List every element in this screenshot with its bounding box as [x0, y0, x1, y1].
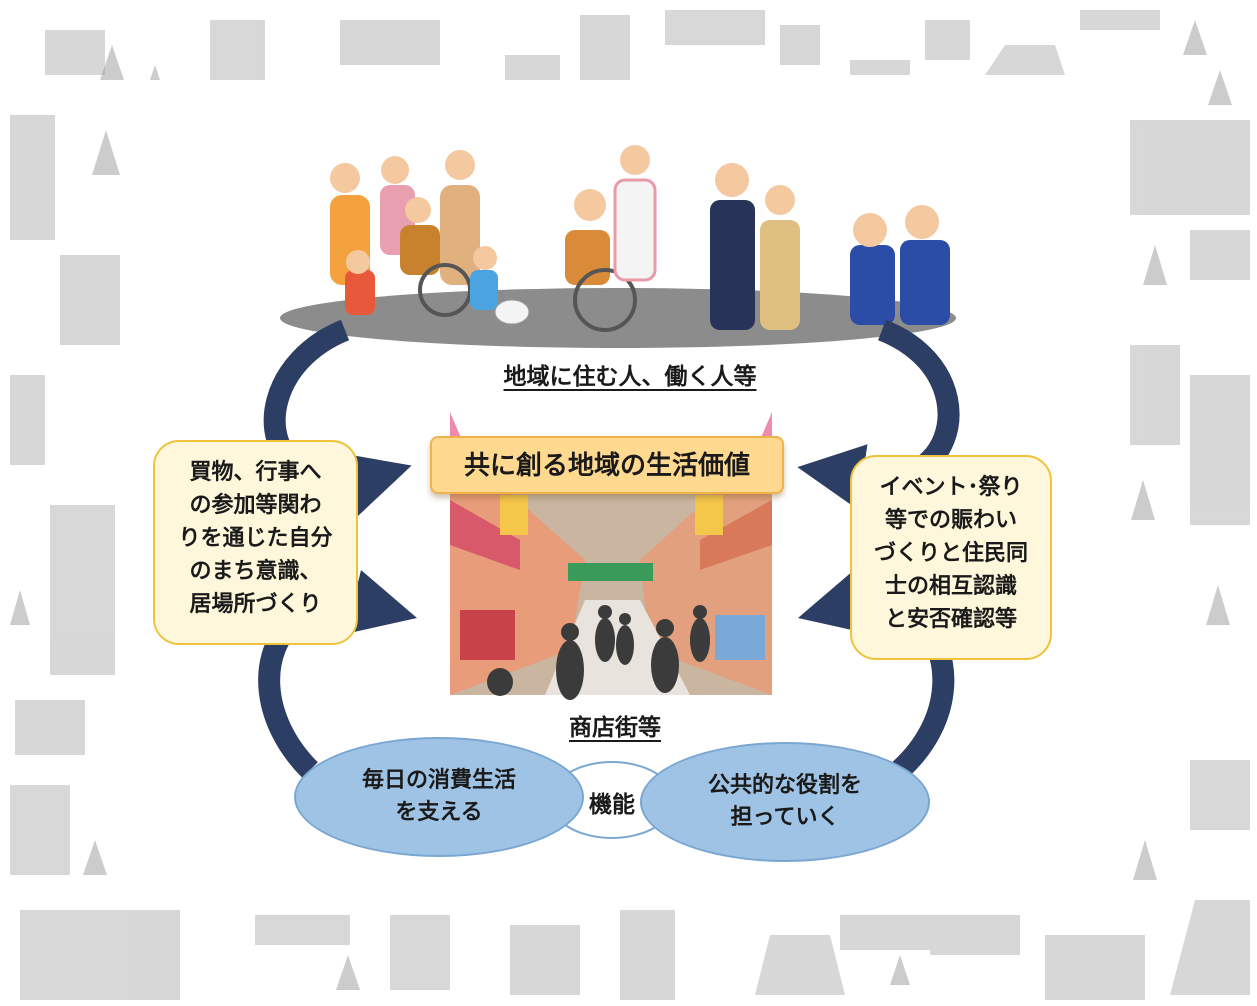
- right-box-line: と安否確認等: [884, 607, 1017, 632]
- left-box-line: 買物、行事へ: [189, 460, 322, 485]
- oval-left-line: を支える: [395, 800, 483, 825]
- oval-left-line: 毎日の消費生活: [361, 768, 516, 793]
- center-value-box: 共に創る地域の生活価値: [430, 436, 784, 494]
- left-box-line: のまち意識、: [189, 559, 322, 584]
- function-label: 機能: [589, 792, 635, 818]
- right-box-line: 士の相互認識: [884, 574, 1017, 599]
- left-involvement-box: 買物、行事へ の参加等関わ りを通じた自分 のまち意識、 居場所づくり: [153, 440, 358, 645]
- oval-right-line: 担っていく: [730, 805, 840, 830]
- right-box-line: づくりと住民同: [873, 541, 1028, 566]
- right-box-line: イベント･祭り: [879, 475, 1023, 500]
- oval-daily-consumption: 毎日の消費生活 を支える: [294, 737, 584, 857]
- left-box-line: りを通じた自分: [178, 526, 333, 551]
- people-label: 地域に住む人、働く人等: [503, 364, 757, 390]
- left-box-line: 居場所づくり: [189, 592, 322, 617]
- street-label: 商店街等: [569, 715, 661, 741]
- oval-public-role: 公共的な役割を 担っていく: [640, 742, 930, 862]
- oval-right-line: 公共的な役割を: [707, 773, 862, 798]
- arrow-top-right: [797, 319, 960, 510]
- left-box-line: の参加等関わ: [189, 493, 322, 518]
- right-box-line: 等での賑わい: [884, 508, 1017, 533]
- right-event-box: イベント･祭り 等での賑わい づくりと住民同 士の相互認識 と安否確認等: [850, 455, 1052, 660]
